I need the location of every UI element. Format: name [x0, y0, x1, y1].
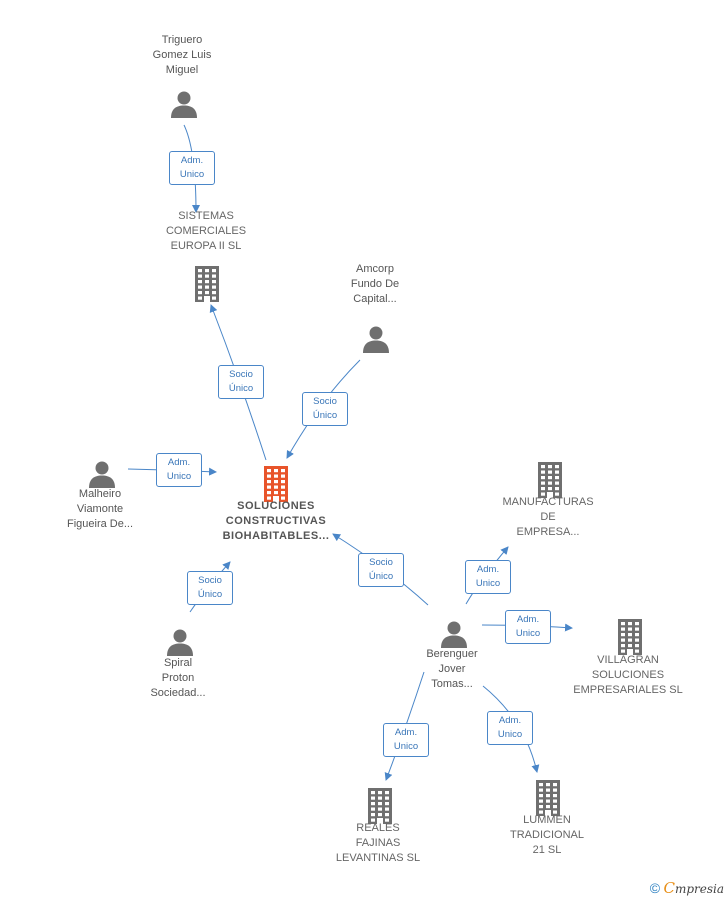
- copyright-icon: ©: [649, 880, 661, 896]
- relation-label[interactable]: Adm. Unico: [465, 560, 511, 594]
- node-label-villagran[interactable]: VILLAGRAN SOLUCIONES EMPRESARIALES SL: [573, 654, 683, 696]
- building-icon[interactable]: [193, 266, 221, 307]
- person-icon[interactable]: [169, 89, 199, 124]
- node-label-amcorp[interactable]: Amcorp Fundo De Capital...: [350, 263, 400, 305]
- building-icon[interactable]: [366, 788, 394, 829]
- relation-label[interactable]: Adm. Unico: [169, 151, 215, 185]
- building-icon[interactable]: [262, 466, 290, 507]
- relation-label[interactable]: Socio Único: [358, 553, 404, 587]
- relation-label[interactable]: Socio Único: [302, 392, 348, 426]
- node-label-berenguer[interactable]: Berenguer Jover Tomas...: [426, 648, 478, 690]
- node-label-soluciones[interactable]: SOLUCIONES CONSTRUCTIVAS BIOHABITABLES..…: [222, 500, 330, 542]
- relation-label[interactable]: Socio Único: [187, 571, 233, 605]
- node-label-triguero[interactable]: Triguero Gomez Luis Miguel: [152, 34, 212, 76]
- node-label-malheiro[interactable]: Malheiro Viamonte Figueira De...: [66, 488, 134, 530]
- relation-label[interactable]: Adm. Unico: [156, 453, 202, 487]
- node-label-reales[interactable]: REALES FAJINAS LEVANTINAS SL: [335, 822, 421, 864]
- building-icon[interactable]: [536, 462, 564, 503]
- building-icon[interactable]: [534, 780, 562, 821]
- brand-footer: © Cmpresia: [650, 879, 724, 897]
- person-icon[interactable]: [439, 619, 469, 654]
- person-icon[interactable]: [87, 459, 117, 494]
- building-icon[interactable]: [616, 619, 644, 660]
- person-icon[interactable]: [361, 324, 391, 359]
- relation-label[interactable]: Socio Único: [218, 365, 264, 399]
- relation-label[interactable]: Adm. Unico: [487, 711, 533, 745]
- node-label-spiral[interactable]: Spiral Proton Sociedad...: [150, 657, 206, 699]
- brand-name: mpresia: [674, 882, 724, 896]
- node-label-lummen[interactable]: LUMMEN TRADICIONAL 21 SL: [510, 814, 584, 856]
- relation-label[interactable]: Adm. Unico: [505, 610, 551, 644]
- node-label-sistemas[interactable]: SISTEMAS COMERCIALES EUROPA II SL: [165, 210, 247, 252]
- brand-logo-initial: C: [663, 879, 675, 897]
- person-icon[interactable]: [165, 627, 195, 662]
- relation-label[interactable]: Adm. Unico: [383, 723, 429, 757]
- node-label-manufacturas[interactable]: MANUFACTURAS DE EMPRESA...: [502, 496, 594, 538]
